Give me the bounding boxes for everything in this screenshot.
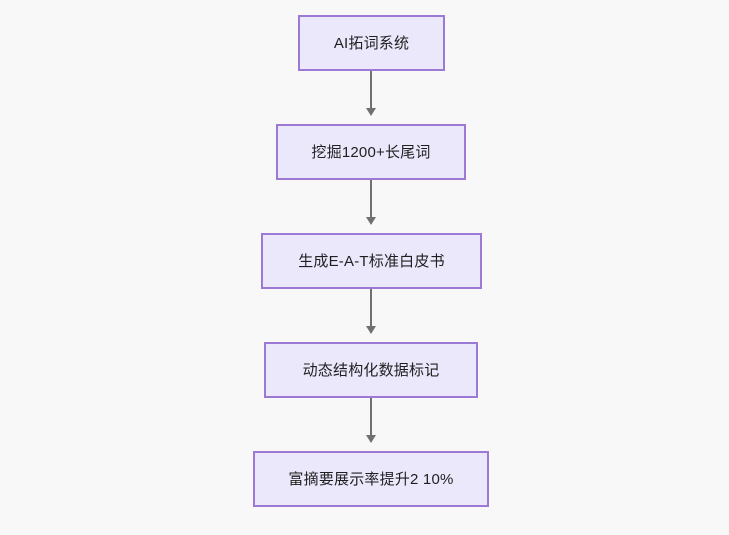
flow-edge-line — [370, 71, 372, 109]
flow-node-label: 挖掘1200+长尾词 — [311, 143, 431, 161]
flow-node-label: 生成E-A-T标准白皮书 — [298, 252, 445, 270]
flow-edge-line — [370, 398, 372, 436]
flow-node-dynamic-structured-data-markup[interactable]: 动态结构化数据标记 — [264, 342, 478, 398]
arrow-head-icon — [366, 108, 376, 116]
flow-node-rich-snippet-impression-uplift[interactable]: 富摘要展示率提升2 10% — [253, 451, 489, 507]
arrow-head-icon — [366, 217, 376, 225]
flow-node-ai-keyword-system[interactable]: AI拓词系统 — [298, 15, 445, 71]
flow-node-label: 富摘要展示率提升2 10% — [288, 470, 454, 488]
arrow-head-icon — [366, 435, 376, 443]
flow-edge-line — [370, 289, 372, 327]
flow-edge-line — [370, 180, 372, 218]
arrow-head-icon — [366, 326, 376, 334]
flow-node-generate-eat-whitepaper[interactable]: 生成E-A-T标准白皮书 — [261, 233, 482, 289]
flow-node-label: AI拓词系统 — [333, 34, 410, 52]
flow-node-label: 动态结构化数据标记 — [302, 361, 440, 379]
flow-node-mine-longtail-keywords[interactable]: 挖掘1200+长尾词 — [276, 124, 466, 180]
